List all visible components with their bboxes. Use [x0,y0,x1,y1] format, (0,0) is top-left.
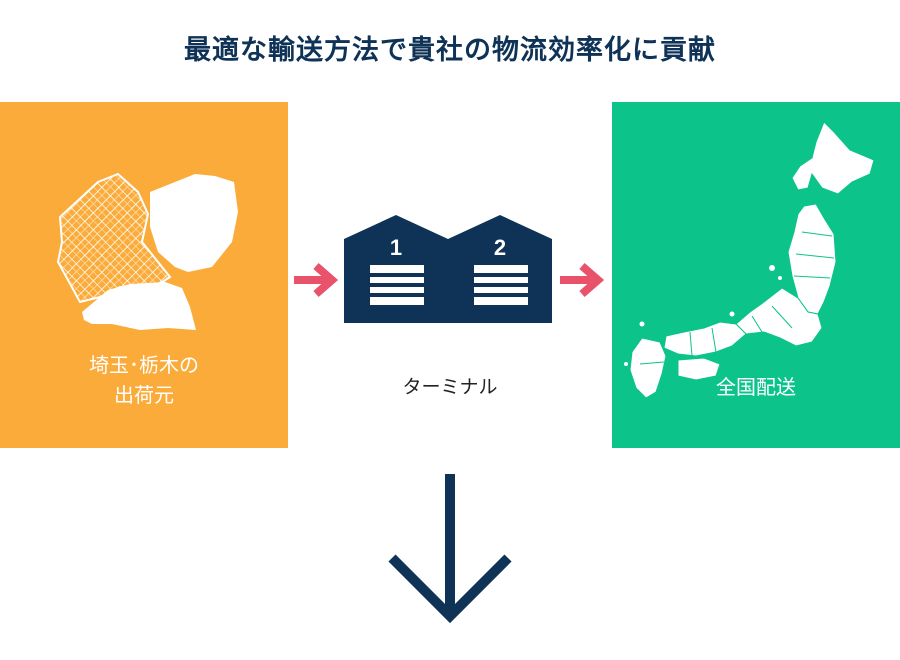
japan-map-icon [624,121,875,399]
origin-label: 埼玉･栃木の 出荷元 [0,350,288,410]
arrow-right-icon [294,262,339,298]
destination-label: 全国配送 [716,375,796,399]
bay-2-number: 2 [494,235,506,260]
destination-panel: 全国配送 [612,102,900,448]
origin-label-line2: 出荷元 [114,383,174,407]
origin-label-line1: 埼玉･栃木の [89,353,199,377]
saitama-tochigi-map-icon [56,172,238,330]
arrow-right-icon [560,262,605,298]
arrow-down-icon [388,474,512,624]
origin-panel: 埼玉･栃木の 出荷元 [0,102,288,448]
terminal-warehouse-icon: 1 2 [344,215,552,323]
bay-1-number: 1 [390,235,402,260]
terminal-label: ターミナル [402,376,498,398]
page-title: 最適な輸送方法で貴社の物流効率化に貢献 [184,35,716,66]
